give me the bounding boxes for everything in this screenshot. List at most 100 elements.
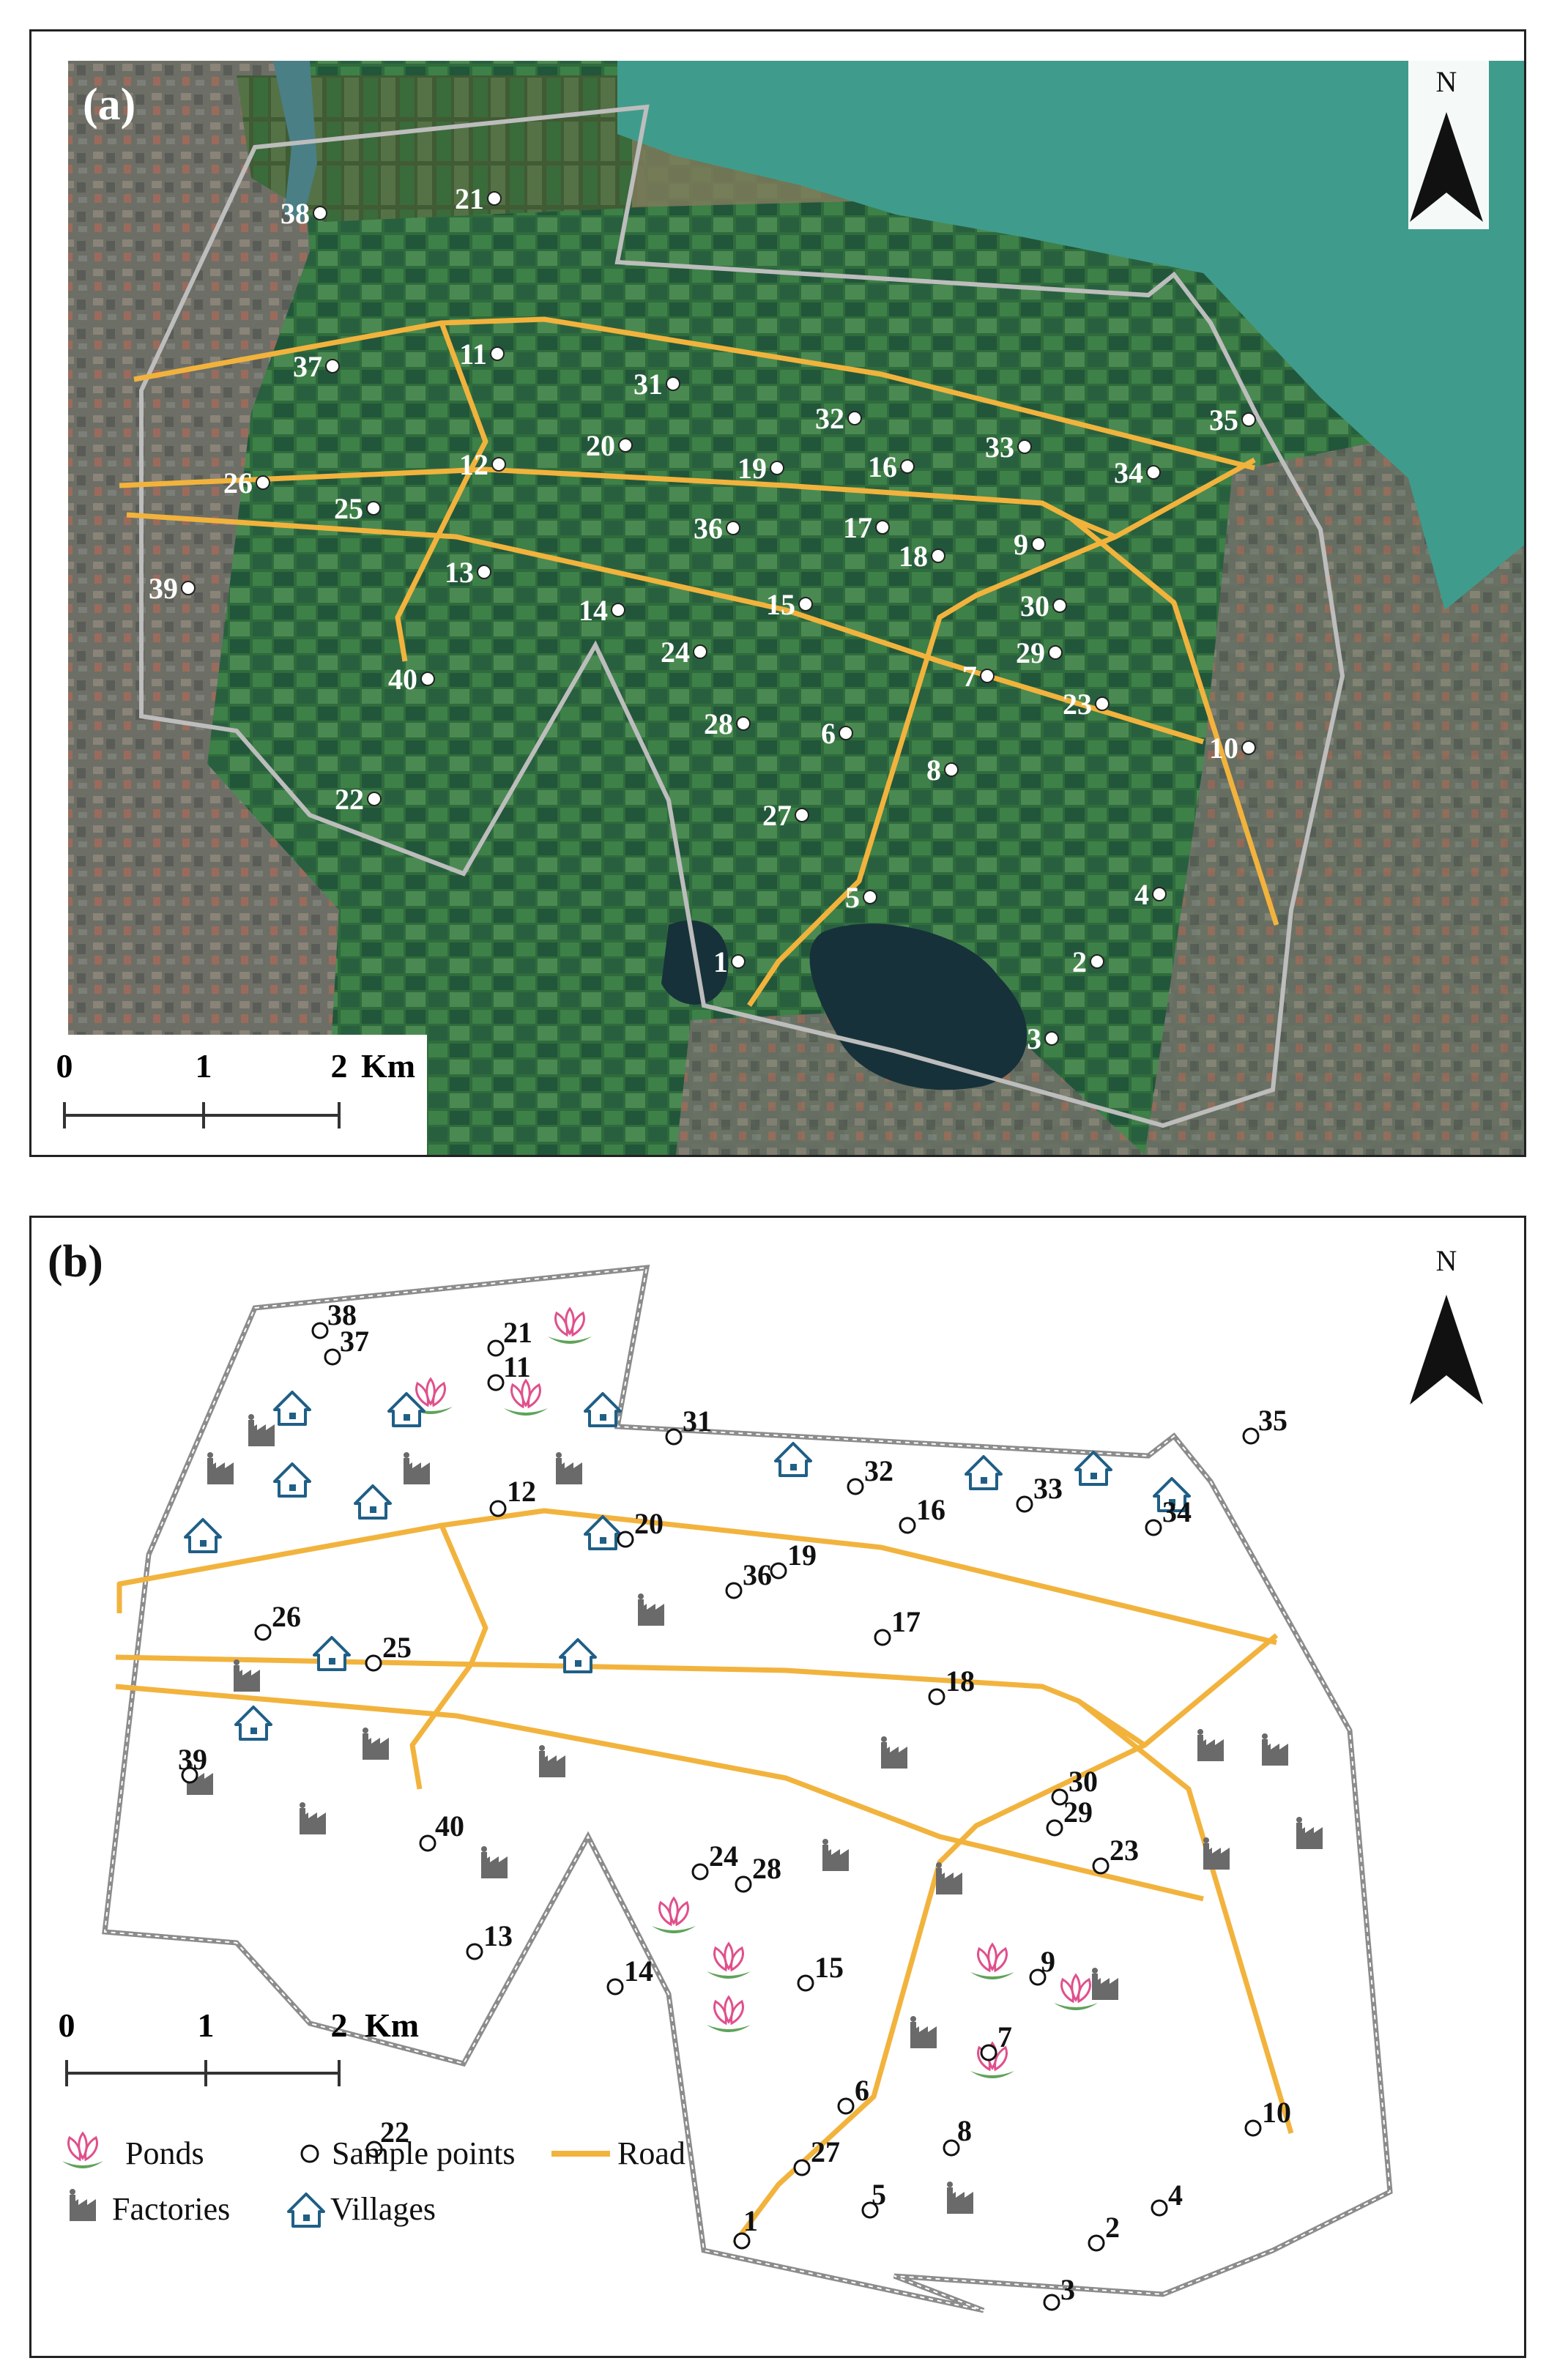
sample-point-label: 33 bbox=[1033, 1472, 1063, 1505]
road-6 bbox=[747, 534, 1117, 1007]
sample-point-1: 1 bbox=[733, 2204, 758, 2250]
pond-icon bbox=[707, 1995, 751, 2032]
sample-point-3: 3 bbox=[1027, 1022, 1059, 1055]
road-3 bbox=[126, 512, 1205, 745]
village-icon bbox=[559, 1638, 597, 1673]
sample-point-39: 39 bbox=[149, 572, 196, 605]
north-arrow-icon: N bbox=[1408, 61, 1489, 229]
village-icon bbox=[584, 1515, 622, 1550]
sample-point-40: 40 bbox=[388, 663, 435, 696]
north-label: N bbox=[1436, 1244, 1457, 1277]
sample-point-label: 29 bbox=[1063, 1796, 1093, 1829]
sample-point-20: 20 bbox=[586, 429, 633, 462]
sample-point-label: 29 bbox=[1016, 636, 1045, 669]
sample-point-label: 23 bbox=[1063, 688, 1092, 721]
factory-icon bbox=[1203, 1837, 1230, 1870]
road-network bbox=[119, 316, 1279, 1007]
sample-point-28: 28 bbox=[704, 707, 751, 740]
sample-point-label: 13 bbox=[483, 1919, 513, 1952]
scale-bar: 0 1 2 Km bbox=[31, 1035, 427, 1155]
sample-point-label: 25 bbox=[382, 1631, 412, 1664]
sample-point-11: 11 bbox=[459, 338, 505, 371]
sample-point-22: 22 bbox=[335, 783, 382, 816]
sample-point-label: 39 bbox=[178, 1743, 207, 1776]
sample-point-label: 1 bbox=[743, 2204, 758, 2237]
yangtze-river bbox=[617, 61, 1524, 610]
villages-layer bbox=[184, 1391, 1191, 1741]
sample-point-label: 21 bbox=[503, 1316, 532, 1349]
north-label: N bbox=[1436, 65, 1457, 98]
sample-point-label: 9 bbox=[1014, 528, 1028, 561]
sample-point-30: 30 bbox=[1020, 590, 1067, 622]
sample-point-label: 20 bbox=[634, 1507, 664, 1540]
sample-point-label: 24 bbox=[661, 636, 690, 669]
sample-point-40: 40 bbox=[419, 1810, 464, 1852]
sample-point-27: 27 bbox=[762, 799, 809, 832]
pond-icon bbox=[652, 1896, 696, 1933]
sample-point-9: 9 bbox=[1014, 528, 1046, 561]
sample-point-17: 17 bbox=[874, 1605, 921, 1646]
sample-point-35: 35 bbox=[1209, 404, 1256, 436]
factory-icon bbox=[300, 1802, 326, 1834]
sample-point-8: 8 bbox=[926, 754, 959, 786]
sample-point-label: 26 bbox=[223, 466, 253, 499]
factory-icon bbox=[881, 1736, 907, 1769]
legend-villages-label: Villages bbox=[330, 2191, 436, 2227]
scale-unit: Km bbox=[361, 1047, 415, 1085]
village-icon bbox=[184, 1518, 222, 1553]
legend-sample-point-icon bbox=[300, 2144, 319, 2163]
legend-road-label: Road bbox=[617, 2135, 685, 2171]
sample-point-8: 8 bbox=[943, 2114, 972, 2157]
sample-point-21: 21 bbox=[487, 1316, 532, 1357]
sample-point-33: 33 bbox=[985, 431, 1032, 464]
sample-point-label: 19 bbox=[737, 452, 767, 485]
sample-point-39: 39 bbox=[178, 1743, 207, 1784]
legend-sample-points-label: Sample points bbox=[332, 2135, 516, 2171]
sample-point-31: 31 bbox=[633, 368, 680, 401]
scale-tick-0: 0 bbox=[59, 2007, 75, 2044]
sample-point-18: 18 bbox=[928, 1665, 975, 1706]
road-2 bbox=[115, 1633, 1279, 1748]
pond-icon bbox=[504, 1378, 548, 1416]
sample-point-label: 31 bbox=[633, 368, 663, 401]
sample-point-label: 24 bbox=[709, 1840, 738, 1873]
sample-point-label: 27 bbox=[811, 2135, 840, 2168]
factory-icon bbox=[248, 1414, 275, 1446]
scale-tick-2: 2 bbox=[331, 2007, 348, 2044]
sample-point-label: 3 bbox=[1027, 1022, 1041, 1055]
urban-area-west bbox=[68, 61, 339, 1155]
sample-point-label: 38 bbox=[327, 1298, 357, 1331]
sample-point-7: 7 bbox=[980, 2020, 1012, 2061]
sample-point-label: 40 bbox=[435, 1810, 464, 1842]
sample-point-6: 6 bbox=[821, 717, 853, 750]
sample-point-7: 7 bbox=[962, 660, 995, 693]
sample-point-14: 14 bbox=[606, 1955, 653, 1996]
factory-icon bbox=[539, 1745, 565, 1777]
sample-point-10: 10 bbox=[1244, 2096, 1291, 2137]
sample-point-5: 5 bbox=[861, 2178, 886, 2219]
factory-icon bbox=[363, 1728, 389, 1760]
village-icon bbox=[1074, 1451, 1112, 1486]
sample-point-18: 18 bbox=[899, 540, 945, 573]
sample-point-label: 37 bbox=[293, 350, 322, 383]
sample-point-label: 18 bbox=[899, 540, 928, 573]
sample-point-label: 4 bbox=[1168, 2179, 1183, 2212]
lake bbox=[809, 923, 1028, 1090]
sample-point-label: 37 bbox=[340, 1325, 369, 1358]
sample-point-label: 8 bbox=[926, 754, 941, 786]
sample-point-label: 14 bbox=[624, 1955, 653, 1987]
scale-bar: 0 1 2 Km bbox=[59, 2007, 419, 2086]
sample-point-29: 29 bbox=[1016, 636, 1063, 669]
sample-point-33: 33 bbox=[1016, 1472, 1063, 1513]
pond-icon bbox=[548, 1306, 592, 1344]
village-icon bbox=[965, 1455, 1003, 1490]
factories-layer bbox=[187, 1414, 1323, 2214]
road-4 bbox=[409, 1524, 488, 1790]
scale-tick-0: 0 bbox=[56, 1047, 73, 1085]
sample-point-2: 2 bbox=[1088, 2211, 1120, 2252]
sample-point-23: 23 bbox=[1063, 688, 1110, 721]
urban-area-east bbox=[1145, 412, 1524, 1155]
factory-icon bbox=[556, 1452, 582, 1484]
